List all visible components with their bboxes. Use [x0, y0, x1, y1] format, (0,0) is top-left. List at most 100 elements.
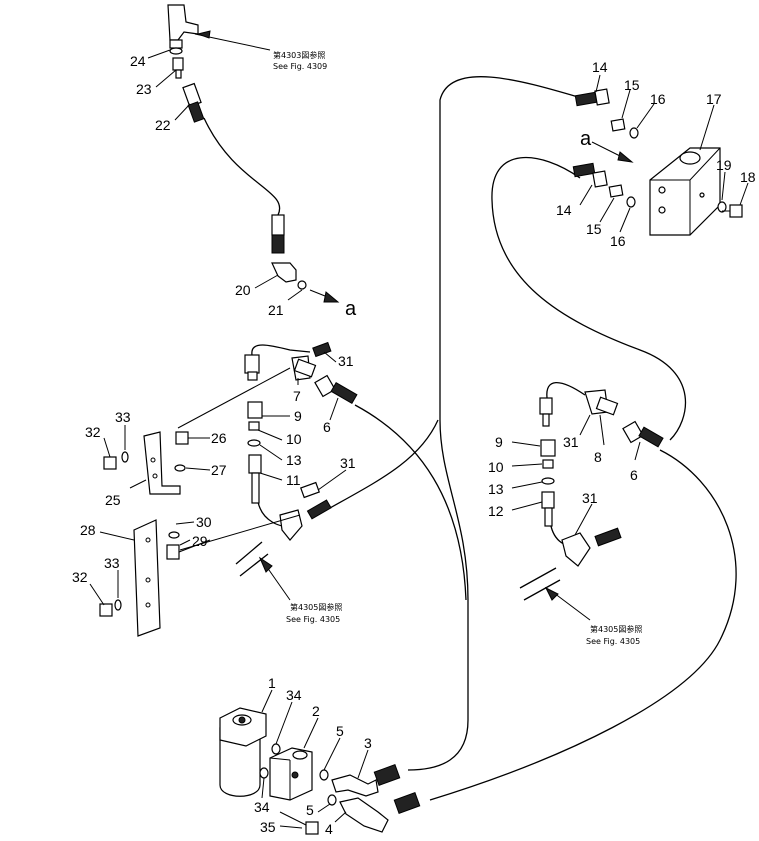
callout-32-bottom: 32 [72, 569, 88, 585]
arrow-icon [323, 291, 340, 303]
arrow-icon [617, 151, 634, 163]
part-23 [172, 57, 184, 79]
callout-30: 30 [196, 514, 212, 530]
callout-3: 3 [364, 735, 372, 751]
part-5-top [319, 769, 329, 781]
part-10-left [248, 421, 260, 431]
hose-long-lower [491, 156, 687, 441]
callout-21: 21 [268, 302, 284, 318]
callout-23: 23 [136, 81, 152, 97]
part-21 [297, 280, 307, 290]
part-31-top-hose-end [244, 354, 260, 381]
part-33-top [121, 451, 129, 463]
ref-fig4305-left-en: See Fig. 4305 [286, 615, 340, 624]
part-19 [717, 201, 727, 213]
callout-19: 19 [716, 157, 732, 173]
callout-24: 24 [130, 53, 146, 69]
part-16-bottom [626, 196, 636, 208]
part-32-bottom [99, 603, 113, 617]
callout-31-middle: 31 [340, 455, 356, 471]
part-9-right [540, 439, 556, 457]
callout-35: 35 [260, 819, 276, 835]
hose-31-middle [329, 419, 439, 509]
callout-5-bottom: 5 [306, 802, 314, 818]
part-16-top [629, 127, 639, 139]
callout-17: 17 [706, 91, 722, 107]
part-30 [168, 531, 180, 539]
part-13-right [541, 477, 555, 485]
ref-fig4305-left-jp: 第4305図参照 [290, 602, 342, 612]
callout-9-right: 9 [495, 434, 503, 450]
callout-31-right: 31 [582, 490, 598, 506]
part-27 [174, 464, 186, 472]
callout-7-left: 7 [293, 388, 301, 404]
hose-long-right [407, 76, 579, 771]
callout-6-left: 6 [323, 419, 331, 435]
part-34-bottom [259, 767, 269, 779]
hose-22 [203, 117, 281, 216]
arrow-icon [258, 556, 273, 573]
hose-lower-right [429, 449, 737, 801]
callout-20: 20 [235, 282, 251, 298]
hose-end-4305-left [235, 541, 269, 577]
part-24 [169, 47, 183, 55]
part-5-bottom [327, 794, 337, 806]
callout-26: 26 [211, 430, 227, 446]
hose-31-top [251, 344, 311, 356]
part-17-valve-block [649, 147, 721, 236]
part-20 [271, 262, 297, 283]
callout-22: 22 [155, 117, 171, 133]
part-25-bracket [143, 431, 181, 495]
part-12 [541, 491, 555, 527]
connector-letter-a-left: a [345, 298, 357, 320]
part-31-middle [279, 481, 332, 541]
callout-18: 18 [740, 169, 756, 185]
callout-16-top: 16 [650, 91, 666, 107]
part-hose-end-right [539, 397, 553, 427]
callout-12: 12 [488, 503, 504, 519]
ref-fig4303-en: See Fig. 4309 [273, 62, 327, 71]
ref-fig4305-right-en: See Fig. 4305 [586, 637, 640, 646]
callout-14-bottom: 14 [556, 202, 572, 218]
part-18 [722, 204, 743, 218]
ref-fig4303-jp: 第4303図参照 [273, 50, 325, 60]
part-6-left [314, 374, 358, 405]
part-7 [291, 355, 317, 381]
callout-5-top: 5 [336, 723, 344, 739]
part-6-right [622, 420, 664, 448]
callout-15-top: 15 [624, 77, 640, 93]
callout-10-left: 10 [286, 431, 302, 447]
ref-fig4305-right-jp: 第4305図参照 [590, 624, 642, 634]
callout-33-bottom: 33 [104, 555, 120, 571]
part-34-top [271, 743, 281, 755]
part-22 [182, 82, 205, 123]
part-35-bolt [279, 811, 319, 835]
part-33-bottom [114, 599, 122, 611]
callout-8: 8 [594, 449, 602, 465]
callout-28: 28 [80, 522, 96, 538]
callout-2: 2 [312, 703, 320, 719]
part-8 [584, 389, 619, 416]
callout-4: 4 [325, 821, 333, 837]
callout-11: 11 [286, 472, 301, 488]
connector-letter-a-top: a [580, 128, 592, 150]
callout-34-top: 34 [286, 687, 302, 703]
callout-6-right: 6 [630, 467, 638, 483]
part-9-left [247, 401, 263, 419]
callout-31-right-top: 31 [563, 434, 579, 450]
part-10-right [542, 459, 554, 469]
arrow-icon [544, 586, 559, 601]
callout-9-left: 9 [294, 408, 302, 424]
part-31-right [561, 527, 622, 567]
part-4-elbow [339, 792, 421, 833]
part-15-top [610, 118, 626, 132]
part-13-left [247, 439, 261, 447]
callout-29: 29 [192, 533, 208, 549]
part-2-block [269, 747, 313, 801]
callout-34-bottom: 34 [254, 799, 270, 815]
callout-15-bottom: 15 [586, 221, 602, 237]
callout-13-right: 13 [488, 481, 504, 497]
callout-25: 25 [105, 492, 121, 508]
callout-33-top: 33 [115, 409, 131, 425]
